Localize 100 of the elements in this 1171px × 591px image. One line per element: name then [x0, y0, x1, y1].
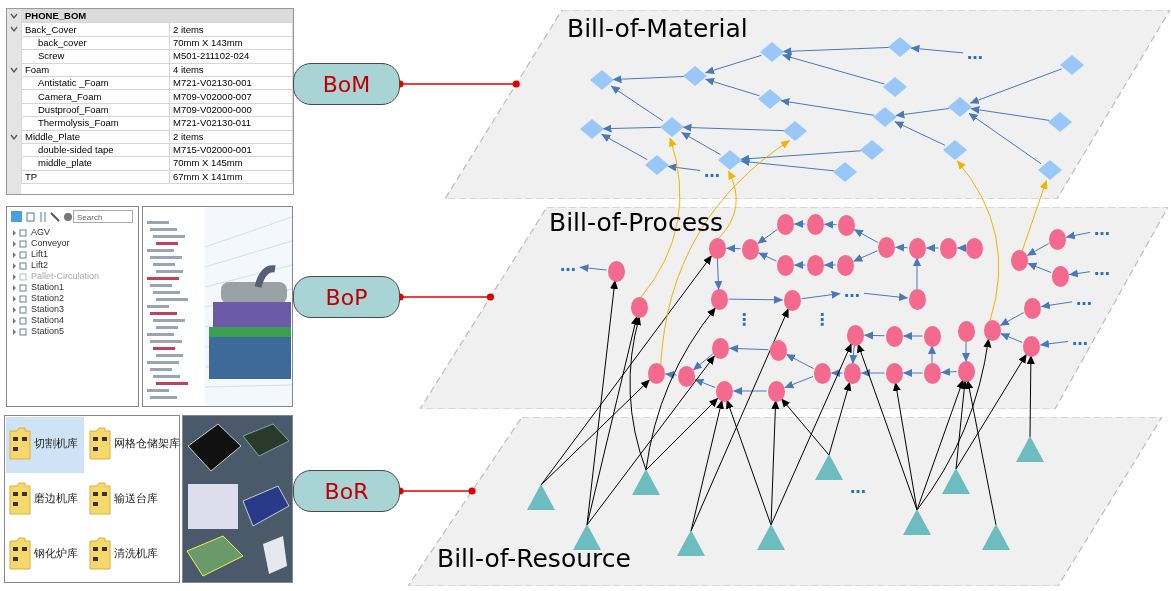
- arrow: [1026, 243, 1050, 256]
- arrow: [968, 112, 1042, 165]
- arrow: [729, 344, 769, 353]
- arrow: [895, 243, 908, 252]
- ellipse-node: [1023, 297, 1041, 319]
- arrow: [831, 369, 843, 377]
- arrow: [586, 355, 716, 526]
- diamond-node: [860, 140, 884, 160]
- ellipse-node: [776, 254, 794, 276]
- arrow: [853, 229, 879, 243]
- arrow: [962, 340, 970, 362]
- arrow: [705, 54, 762, 74]
- tree-item: Station4: [31, 315, 65, 326]
- ellipse-node: [1022, 335, 1040, 357]
- arrow: [690, 308, 789, 532]
- triangle-node: [942, 468, 970, 494]
- table-cell: 70mm X 145mm: [169, 156, 293, 171]
- arrow: [740, 150, 862, 163]
- ellipse-node: [711, 337, 729, 359]
- diamond-node: [948, 97, 972, 117]
- ellipsis-mark: …: [967, 46, 983, 62]
- ellipse-node: [715, 380, 733, 402]
- diamond-node: [660, 117, 684, 137]
- ellipse-node: [677, 365, 695, 387]
- table-cell: Dustproof_Foam: [21, 103, 170, 117]
- table-cell: Antistatic _Foam: [21, 76, 170, 90]
- ellipse-node: [806, 254, 824, 276]
- table-cell: TP: [21, 170, 170, 184]
- arrow: [916, 379, 964, 511]
- arrow: [903, 369, 923, 377]
- triangle-node: [1016, 436, 1044, 462]
- arrow: [602, 124, 662, 133]
- ellipsis-mark: …: [1076, 292, 1092, 308]
- arrow: [733, 387, 767, 395]
- arrow: [645, 307, 716, 471]
- arrow: [965, 379, 997, 526]
- triangle-node: [573, 524, 601, 550]
- ellipse-node: [877, 236, 895, 258]
- arrow: [1065, 231, 1091, 240]
- folder-label: 输送台库: [114, 491, 158, 506]
- tree-item: Lift2: [31, 260, 48, 271]
- arrow: [1040, 301, 1073, 310]
- arrow: [667, 163, 701, 172]
- ellipsis-mark: …: [1094, 262, 1110, 278]
- arrow: [1026, 355, 1035, 438]
- ellipse-node: [1051, 265, 1069, 287]
- arrow: [794, 220, 806, 228]
- arrow: [892, 381, 918, 511]
- arrow: [861, 369, 885, 377]
- arrow: [725, 399, 772, 526]
- ellipse-node: [923, 325, 941, 347]
- arrow: [999, 312, 1025, 326]
- ellipse-node: [767, 380, 785, 402]
- diamond-node: [783, 121, 807, 141]
- arrow: [913, 257, 921, 290]
- ellipse-node: [607, 260, 625, 282]
- tree-item: Station2: [31, 293, 65, 304]
- diamond-node: [760, 42, 784, 62]
- arrow: [916, 338, 992, 511]
- diamond-node: [683, 66, 707, 86]
- tree-item: Station5: [31, 326, 65, 337]
- arrow: [1027, 262, 1052, 274]
- ellipse-node: [647, 362, 665, 384]
- arrow: [910, 44, 964, 54]
- folder-label: 钢化炉库: [34, 546, 78, 561]
- arrow: [955, 353, 1027, 470]
- table-cell: back_cover: [21, 36, 170, 50]
- ellipse-node: [837, 214, 855, 236]
- triangle-node: [815, 454, 843, 480]
- tree-item: AGV: [31, 227, 50, 238]
- arrow: [717, 170, 737, 240]
- arrow: [758, 252, 777, 262]
- arrow: [780, 98, 875, 116]
- arrow: [640, 137, 681, 299]
- ellipse-node: [783, 289, 801, 311]
- arrow: [894, 121, 946, 146]
- arrow: [824, 261, 836, 269]
- arrow: [780, 398, 830, 456]
- arrow: [941, 367, 957, 376]
- arrow: [601, 133, 648, 161]
- layer-title: Bill-of-Material: [567, 14, 748, 43]
- diamond-node: [833, 162, 857, 182]
- table-cell: Foam: [21, 63, 170, 77]
- arrow: [864, 331, 885, 340]
- diamond-node: [1048, 112, 1072, 132]
- arrow: [903, 332, 923, 340]
- arrow: [928, 345, 936, 364]
- arrow: [645, 397, 719, 471]
- diamond-node: [645, 155, 669, 175]
- arrow: [770, 400, 780, 526]
- table-cell: Middle_Plate: [21, 130, 170, 144]
- category-pill: BoM: [293, 63, 400, 105]
- table-cell: 2 items: [169, 22, 293, 37]
- ellipse-node: [983, 319, 1001, 341]
- table-cell: 70mm X 143mm: [169, 36, 293, 50]
- arrow: [955, 379, 969, 470]
- table-cell: Camera_Foam: [21, 89, 170, 104]
- arrow: [692, 353, 714, 371]
- ellipse-node: [908, 237, 926, 259]
- arrow: [1000, 333, 1023, 343]
